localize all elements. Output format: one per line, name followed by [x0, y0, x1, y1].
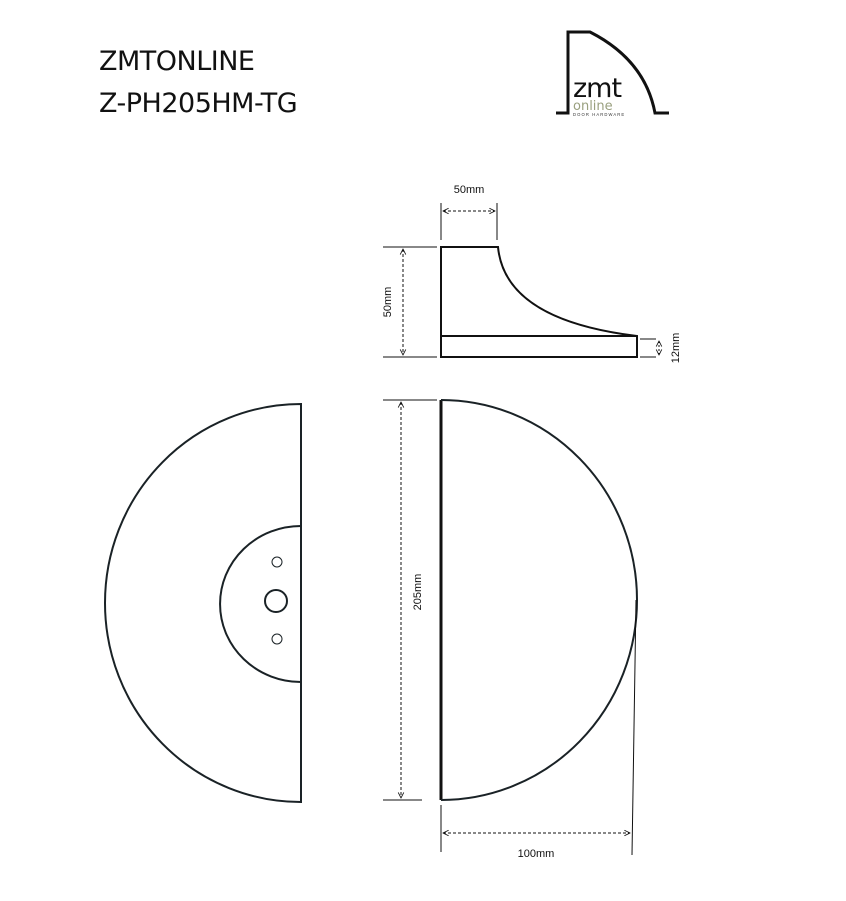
brand-title: ZMTONLINE: [99, 46, 255, 77]
logo-tagline: DOOR HARDWARE: [573, 112, 625, 117]
side-width-label: 50mm: [454, 184, 485, 196]
front-view: 205mm 100mm: [383, 399, 638, 860]
side-view: 50mm 50mm 12mm: [382, 184, 682, 363]
logo-wordmark: zmt: [573, 73, 621, 104]
front-depth-label: 100mm: [518, 848, 555, 860]
zmt-logo: zmt online DOOR HARDWARE: [556, 30, 669, 117]
side-height-label: 50mm: [382, 287, 394, 318]
product-code: Z-PH205HM-TG: [99, 88, 298, 119]
rear-view: [104, 402, 302, 804]
base-thickness-label: 12mm: [670, 333, 682, 364]
fixing-hole-bottom-icon: [271, 633, 283, 645]
front-height-label: 205mm: [412, 574, 424, 611]
logo-sub: online: [573, 99, 613, 114]
fixing-hole-top-icon: [271, 556, 283, 568]
center-hole-icon: [264, 589, 288, 613]
